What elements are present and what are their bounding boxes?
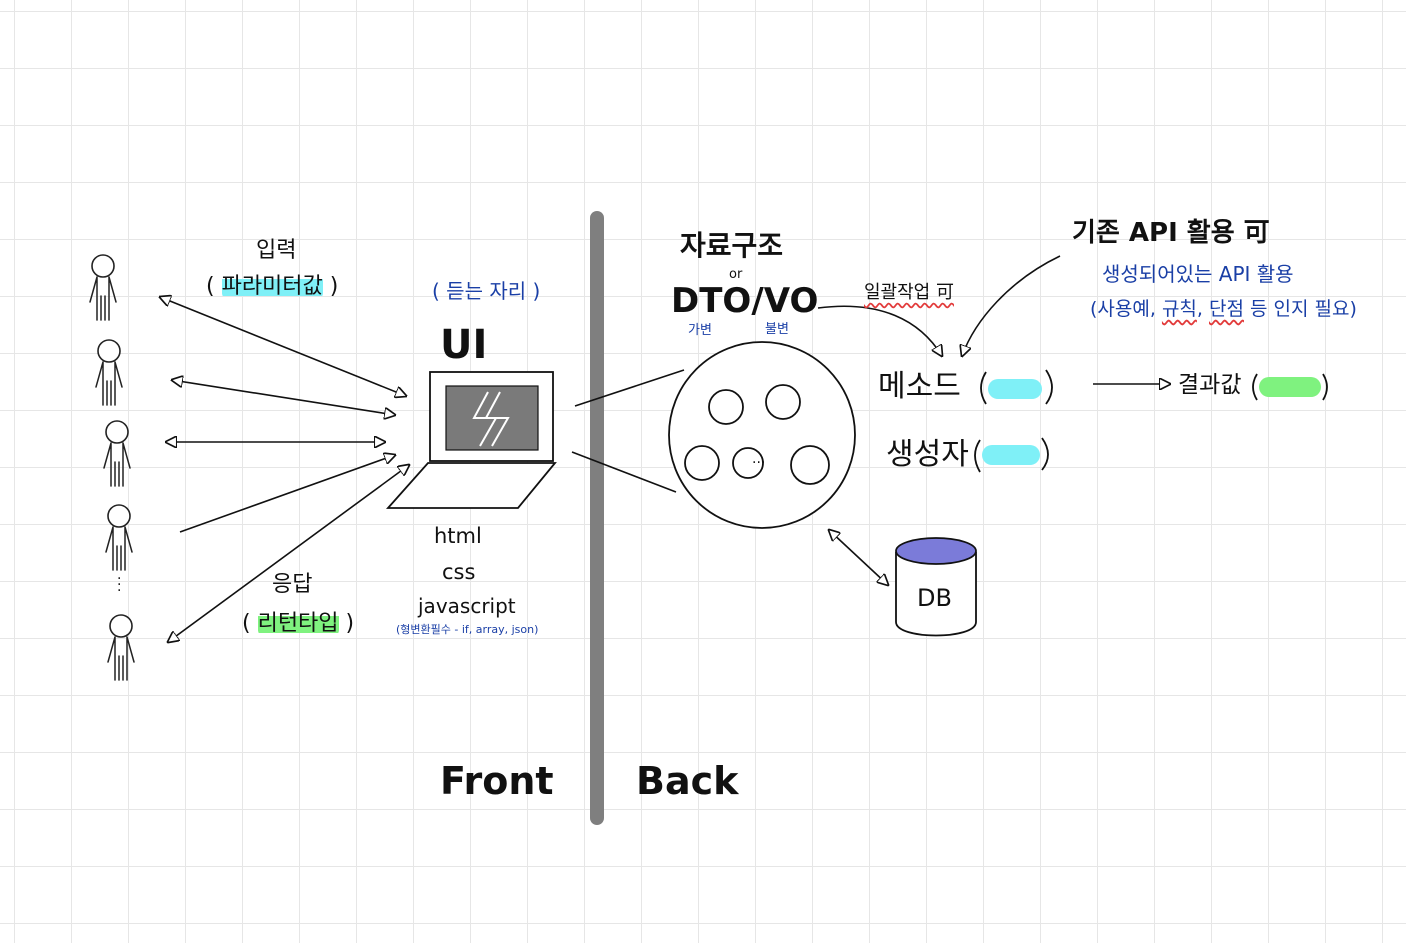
constructor-label: 생성자 [886,437,969,472]
front-label: Front [440,759,554,803]
response-label: 응답 [272,572,313,597]
api-note-sep: , [1196,298,1209,320]
constructor-param-highlight [982,445,1040,465]
person-icon [107,614,135,681]
input-label: 입력 [256,238,297,263]
result-label: 결과값 [1178,372,1242,398]
vo-method-arrow [817,305,942,356]
input-param-text: 파라미터값 [221,274,323,299]
data-structure-title: 자료구조 [680,229,784,262]
or-label: or [729,267,743,282]
laptop-icon [385,371,557,509]
people-ellipsis: ··· [117,571,122,599]
listen-spot-text: 듣는 자리 [446,279,527,303]
html-label: html [434,524,482,548]
method-param-highlight [988,379,1042,399]
css-label: css [442,560,476,584]
bulk-work-label: 일괄작업 可 [864,282,954,303]
db-arrow [829,530,888,585]
api-note-label: (사용예, 규칙, 단점 등 인지 필요) [1090,300,1357,319]
api-note-close: 등 인지 필요) [1243,298,1357,320]
back-label: Back [636,759,739,803]
mutable-label: 가변 [688,323,712,338]
ui-backend-connectors [571,369,685,493]
api-note-open: (사용예, [1090,298,1162,320]
api-desc-label: 생성되어있는 API 활용 [1102,262,1294,286]
call-parens [974,369,1328,473]
response-return-label: ( 리턴타입 ) [242,611,355,636]
dto-vo-title: DTO/VO [671,281,819,321]
js-note: (형변환필수 - if, array, json) [396,623,539,636]
existing-api-label: 기존 API 활용 可 [1072,218,1270,248]
result-highlight [1259,377,1321,397]
method-label: 메소드 [878,369,961,404]
ui-title: UI [440,322,488,368]
database-icon [895,537,977,637]
api-note-rule: 규칙 [1161,298,1197,320]
person-icon [89,254,117,321]
response-return-text: 리턴타입 [257,611,339,636]
person-icon [103,420,131,487]
input-param-label: ( 파라미터값 ) [206,274,339,299]
person-icon [95,339,123,406]
user-ui-arrows [160,297,409,642]
immutable-label: 불변 [765,322,789,337]
person-icon [105,504,133,571]
api-method-arrow [962,255,1061,356]
data-structure-circle [668,341,856,529]
api-note-weak: 단점 [1209,298,1244,320]
more-ellipsis: ... [752,451,766,467]
javascript-label: javascript [418,594,516,618]
db-label: DB [917,584,952,612]
listen-spot-label: ( 듣는 자리 ) [432,279,541,303]
